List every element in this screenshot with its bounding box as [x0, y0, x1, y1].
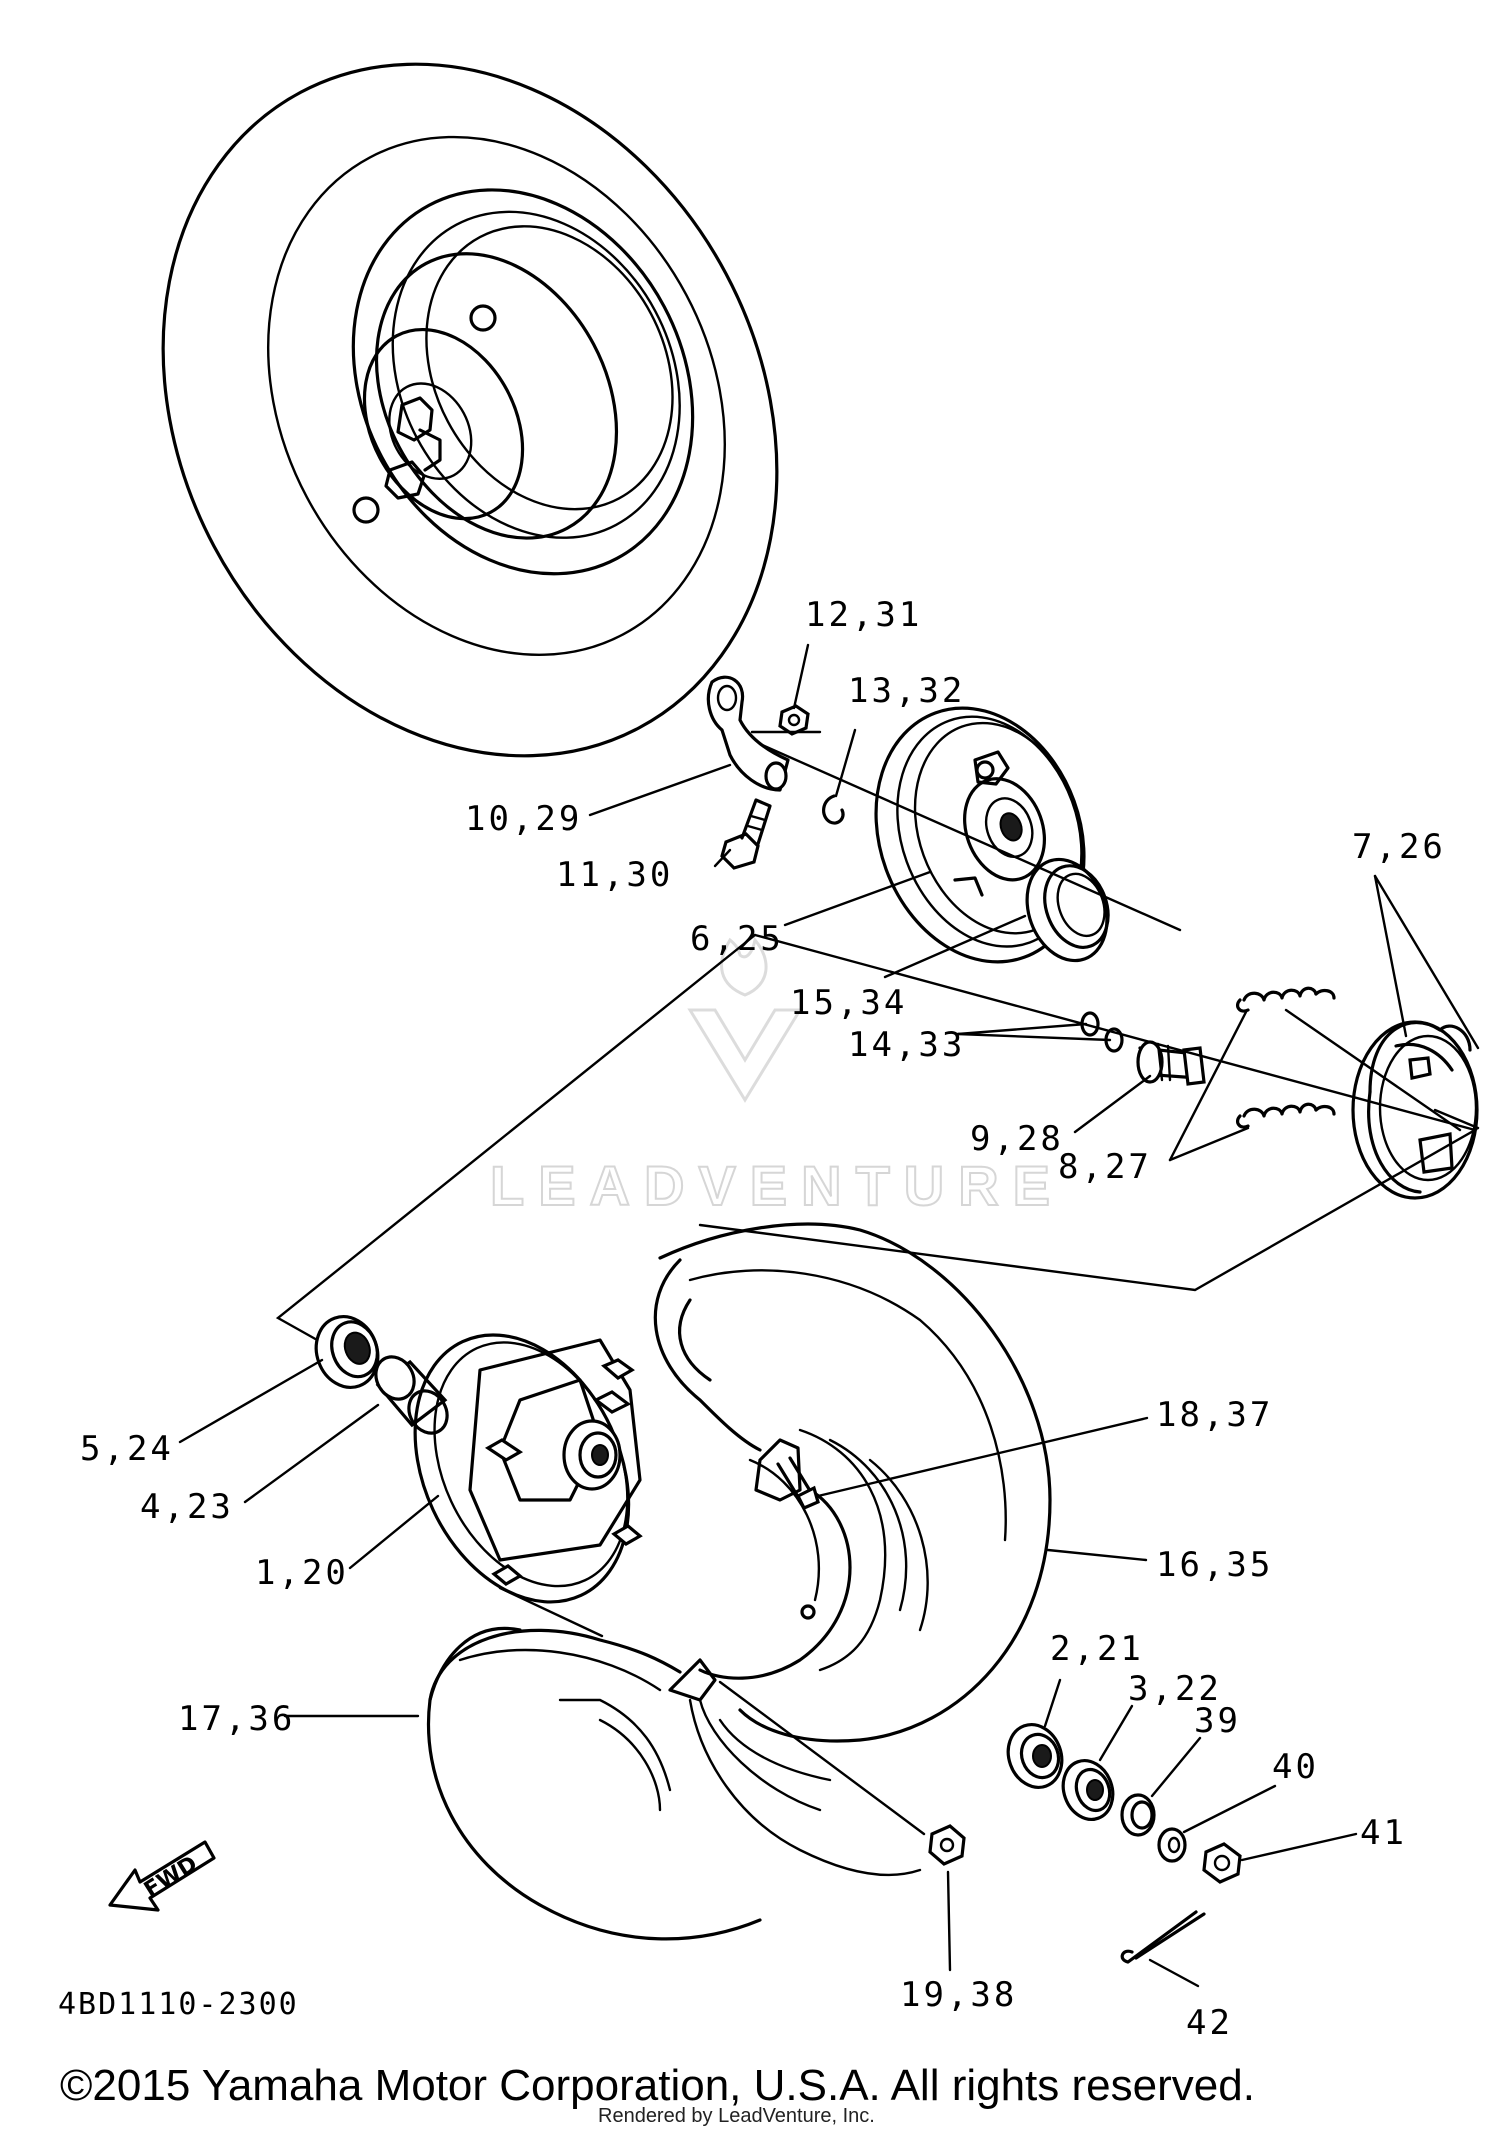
fwd-arrow: FWD — [108, 1840, 216, 1912]
diagram-code: 4BD1110-2300 — [58, 1987, 299, 2022]
callout-19-38: 19,38 — [900, 1975, 1017, 2015]
washer-40 — [1157, 1827, 1187, 1863]
callout-3-22: 3,22 — [1128, 1669, 1222, 1709]
callout-2-21: 2,21 — [1050, 1629, 1144, 1669]
callout-42: 42 — [1186, 2003, 1233, 2043]
callout-10-29: 10,29 — [465, 799, 582, 839]
rim-half-inner — [426, 1626, 922, 1941]
oil-seal-15 — [1025, 857, 1110, 963]
collar-4 — [374, 1355, 449, 1435]
watermark-text: LEADVENTURE — [490, 1154, 1064, 1217]
callout-7-26: 7,26 — [1352, 827, 1446, 867]
assembled-wheel — [161, 62, 779, 758]
castle-nut-41 — [1202, 1842, 1242, 1884]
callout-40: 40 — [1272, 1747, 1319, 1787]
callout-5-24: 5,24 — [80, 1429, 174, 1469]
copyright-notice: ©2015 Yamaha Motor Corporation, U.S.A. A… — [60, 2061, 1255, 2110]
callouts: 12,31 13,32 10,29 11,30 6,25 7,26 15,34 … — [80, 595, 1446, 2043]
cotter-pin-42 — [1120, 1910, 1206, 1964]
rim-half-outer — [653, 1222, 1052, 1743]
circlip-13 — [822, 794, 845, 825]
callout-15-34: 15,34 — [790, 983, 907, 1023]
callout-18-37: 18,37 — [1156, 1395, 1273, 1435]
bolt-11 — [720, 798, 772, 870]
callout-4-23: 4,23 — [140, 1487, 234, 1527]
brake-springs — [1235, 986, 1336, 1129]
oil-seal-3 — [1061, 1759, 1115, 1821]
callout-11-30: 11,30 — [556, 855, 673, 895]
callout-12-31: 12,31 — [805, 595, 922, 635]
wheel-hub — [413, 1333, 643, 1604]
callout-8-27: 8,27 — [1058, 1147, 1152, 1187]
nut-19 — [928, 1824, 966, 1866]
callout-6-25: 6,25 — [690, 919, 784, 959]
callout-17-36: 17,36 — [178, 1699, 295, 1739]
rendered-by-notice: Rendered by LeadVenture, Inc. — [598, 2105, 875, 2127]
leader-lines — [178, 643, 1480, 1988]
callout-39: 39 — [1194, 1701, 1241, 1741]
collar-39 — [1120, 1793, 1156, 1837]
leadventure-watermark: LEADVENTURE — [489, 936, 1064, 1218]
bearing-5 — [314, 1315, 380, 1389]
air-valve — [776, 1456, 820, 1511]
callout-41: 41 — [1360, 1813, 1407, 1853]
wheel-studs — [484, 1358, 643, 1586]
callout-13-32: 13,32 — [848, 671, 965, 711]
brake-panel — [874, 706, 1086, 964]
fwd-label: FWD — [140, 1851, 202, 1903]
brake-cam-lever — [706, 675, 790, 792]
brake-camshaft — [1136, 1040, 1206, 1086]
bearing-2 — [1006, 1723, 1064, 1789]
callout-16-35: 16,35 — [1156, 1545, 1273, 1585]
callout-9-28: 9,28 — [970, 1119, 1064, 1159]
callout-14-33: 14,33 — [848, 1025, 965, 1065]
nut-12 — [778, 704, 810, 736]
callout-1-20: 1,20 — [255, 1553, 349, 1593]
brake-shoes — [1351, 1020, 1479, 1200]
